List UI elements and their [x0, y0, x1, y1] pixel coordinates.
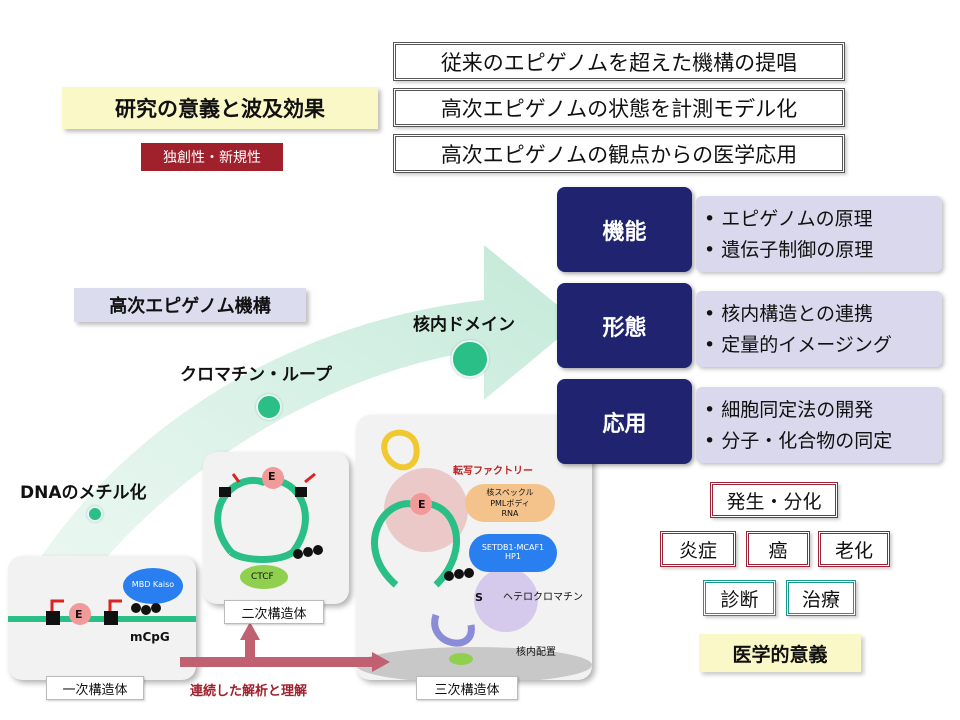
transcription-factory-label: 転写ファクトリー — [453, 466, 533, 477]
page-title: 研究の意義と波及効果 — [62, 87, 378, 129]
application-details: • 細胞同定法の開発 • 分子・化合物の同定 — [696, 387, 942, 463]
category-function: 機能 — [557, 187, 692, 272]
morphology-details: • 核内構造との連携 • 定量的イメージング — [696, 291, 942, 367]
primary-structure-caption: 一次構造体 — [46, 676, 144, 700]
primary-structure-illustration — [8, 568, 196, 625]
mcpg-label: mCpG — [130, 630, 170, 644]
ctcf-label: CTCF — [251, 572, 274, 582]
function-item-2: • 遺伝子制御の原理 — [704, 239, 874, 261]
function-item-1: • エピゲノムの原理 — [704, 208, 873, 230]
silencer-label: S — [475, 591, 483, 604]
primary-structure-panel — [8, 556, 196, 680]
proposition-1: 従来のエピゲノムを超えた機構の提唱 — [393, 42, 845, 81]
development-differentiation: 発生・分化 — [710, 482, 838, 518]
secondary-structure-panel — [203, 452, 349, 604]
mechanism-title: 高次エピゲノム機構 — [74, 288, 306, 322]
nuclear-positioning-label: 核内配置 — [516, 647, 556, 658]
aging: 老化 — [818, 531, 890, 567]
nuclear-speckle-label: 核スペックル PMLボディ RNA — [465, 484, 555, 522]
morphology-item-2: • 定量的イメージング — [704, 334, 892, 356]
secondary-structure-illustration — [214, 467, 323, 589]
category-morphology: 形態 — [557, 283, 692, 368]
enhancer-label-primary: E — [75, 608, 83, 621]
proposition-2: 高次エピゲノムの状態を計測モデル化 — [393, 88, 845, 127]
level-dot-medium — [256, 394, 282, 420]
secondary-structure-caption: 二次構造体 — [224, 600, 324, 624]
level-nuclear-domain: 核内ドメイン — [413, 315, 515, 335]
category-application: 応用 — [557, 379, 692, 464]
application-item-1: • 細胞同定法の開発 — [704, 399, 874, 421]
cancer: 癌 — [746, 531, 810, 567]
tertiary-structure-illustration — [356, 429, 592, 683]
heterochromatin-label: ヘテロクロマチン — [503, 592, 583, 603]
setdb1-mcaf1-label: SETDB1-MCAF1 HP1 — [469, 534, 557, 572]
application-item-2: • 分子・化合物の同定 — [704, 430, 893, 452]
inflammation: 炎症 — [660, 531, 736, 567]
level-chromatin-loop: クロマチン・ループ — [180, 365, 332, 385]
tertiary-structure-caption: 三次構造体 — [416, 676, 518, 700]
diagnosis: 診断 — [703, 580, 776, 616]
morphology-item-1: • 核内構造との連携 — [704, 303, 874, 325]
enhancer-label-secondary: E — [268, 470, 276, 483]
level-dot-small — [87, 506, 103, 522]
medical-significance-title: 医学的意義 — [699, 634, 861, 672]
treatment: 治療 — [786, 580, 856, 616]
proposition-3: 高次エピゲノムの観点からの医学応用 — [393, 134, 845, 173]
function-details: • エピゲノムの原理 • 遺伝子制御の原理 — [696, 196, 942, 272]
continuous-analysis-label: 連続した解析と理解 — [190, 684, 308, 699]
level-dot-large — [451, 340, 489, 378]
enhancer-label-tertiary: E — [418, 498, 426, 511]
originality-badge: 独創性・新規性 — [141, 143, 283, 171]
mbd-kaiso-label: MBD Kaiso — [131, 580, 175, 589]
level-dna-methylation: DNAのメチル化 — [20, 483, 147, 503]
